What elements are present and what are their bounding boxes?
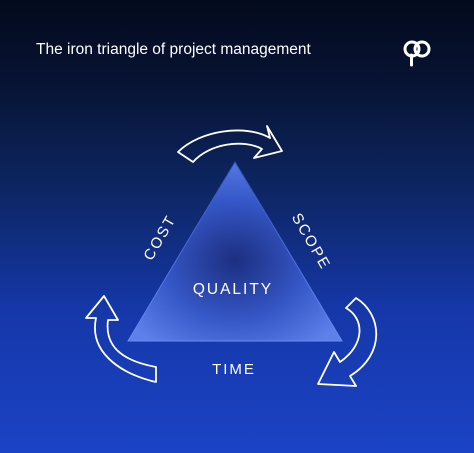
top-cycle-arrow-icon [177,125,283,163]
cost-label: COST [140,212,180,264]
time-label: TIME [212,361,256,378]
iron-triangle-shape [127,161,343,342]
right-cycle-arrow-icon [317,297,378,387]
quality-label: QUALITY [193,281,273,298]
left-cycle-arrow-icon [85,295,157,383]
brand-logo-icon [403,40,431,67]
page-title: The iron triangle of project management [36,41,311,58]
